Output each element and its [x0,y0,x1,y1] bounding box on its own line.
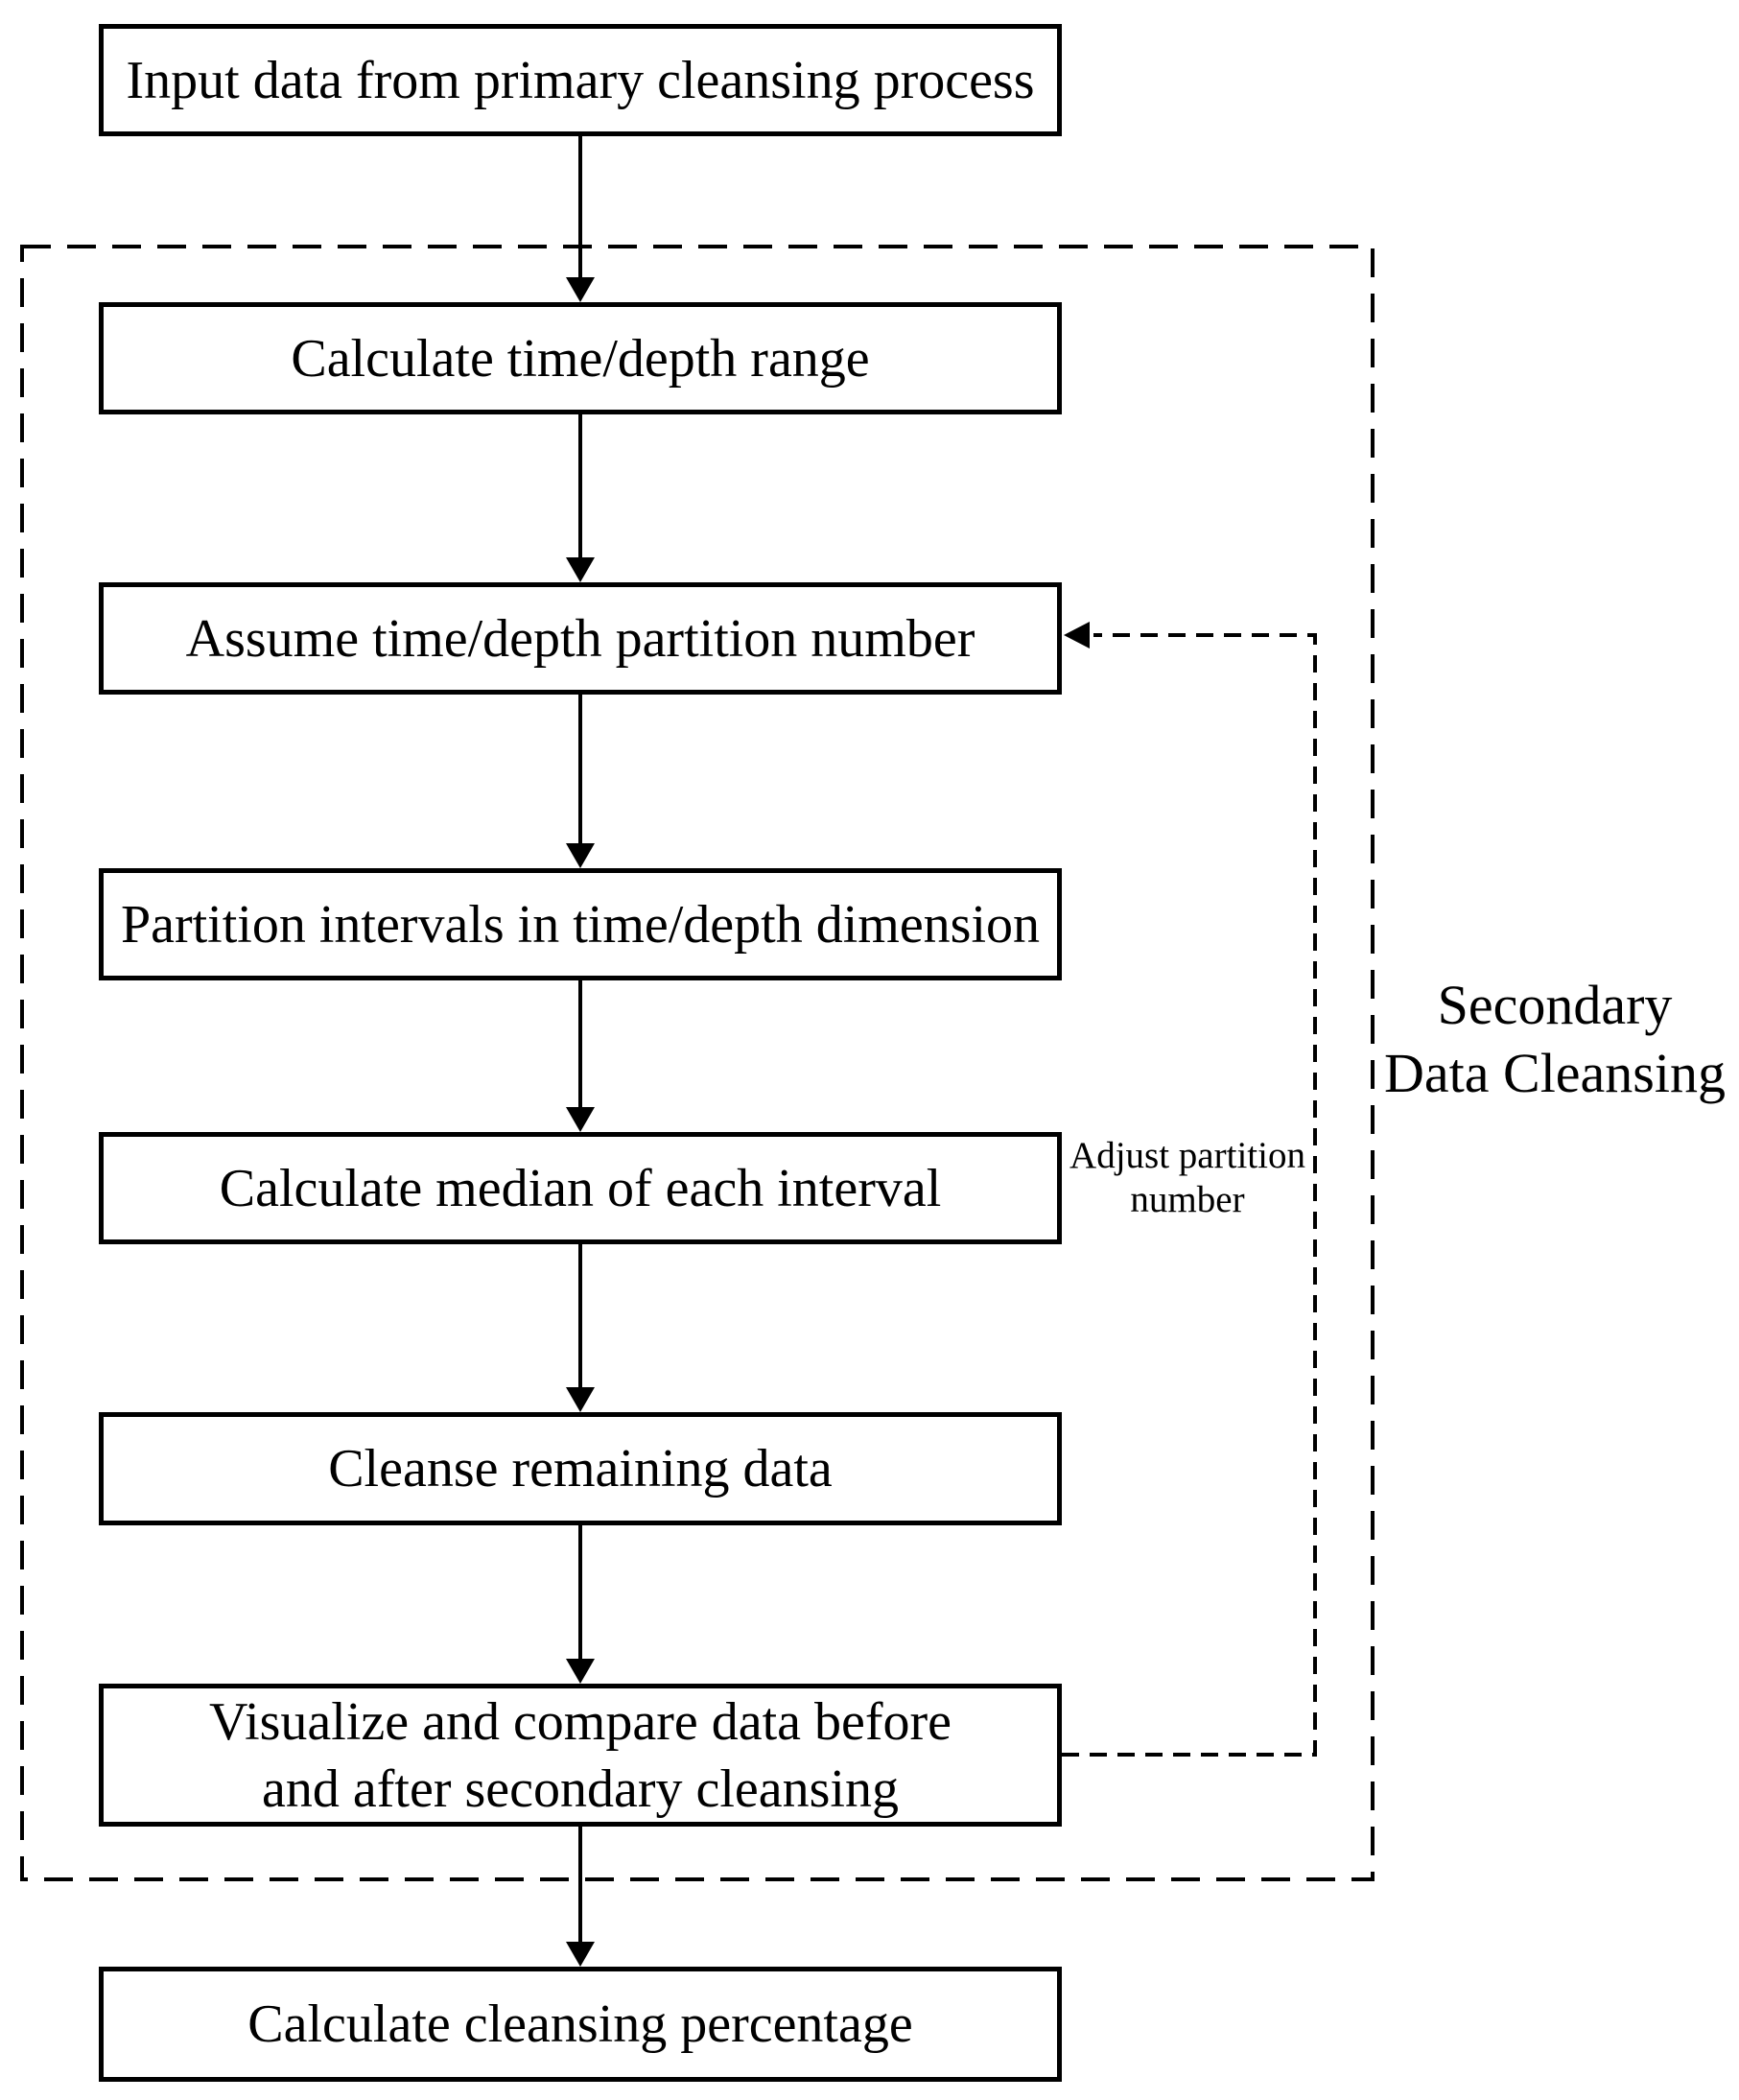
secondary-cleansing-dashed-container [20,245,1375,1881]
flow-box-cleansing-percentage: Calculate cleansing percentage [99,1967,1062,2082]
arrowhead-down-icon [566,1107,595,1132]
arrowhead-down-icon [566,1387,595,1412]
secondary-label-line2: Data Cleansing [1384,1042,1726,1105]
flow-box-assume-partition-number: Assume time/depth partition number [99,582,1062,695]
arrowhead-down-icon [566,843,595,868]
arrow-partition-to-median [566,980,595,1132]
flow-box-visualize-compare: Visualize and compare data before and af… [99,1684,1062,1827]
arrowhead-down-icon [566,1659,595,1684]
arrow-assume-to-partition [566,695,595,868]
adjust-label-line1: Adjust partition [1069,1135,1305,1176]
arrowhead-left-icon [1064,622,1090,649]
feedback-dashed-line [1062,622,1317,1757]
adjust-partition-number-label: Adjust partition number [1060,1134,1315,1222]
arrowhead-down-icon [566,1942,595,1967]
flow-box-cleanse-remaining-data: Cleanse remaining data [99,1412,1062,1525]
secondary-label-line1: Secondary [1437,974,1673,1036]
arrow-visualize-to-percentage [566,1827,595,1967]
arrowhead-down-icon [566,277,595,302]
flow-box-calculate-range: Calculate time/depth range [99,302,1062,414]
secondary-data-cleansing-label: Secondary Data Cleansing [1371,971,1739,1108]
arrow-median-to-cleanse [566,1244,595,1412]
arrow-cleanse-to-visualize [566,1525,595,1684]
arrow-range-to-assume [566,414,595,582]
flow-box-input-data: Input data from primary cleansing proces… [99,24,1062,136]
adjust-label-line2: number [1130,1179,1245,1221]
flow-box-partition-intervals: Partition intervals in time/depth dimens… [99,868,1062,980]
flow-box-calculate-median: Calculate median of each interval [99,1132,1062,1244]
arrow-input-to-range [566,136,595,302]
arrowhead-down-icon [566,557,595,582]
